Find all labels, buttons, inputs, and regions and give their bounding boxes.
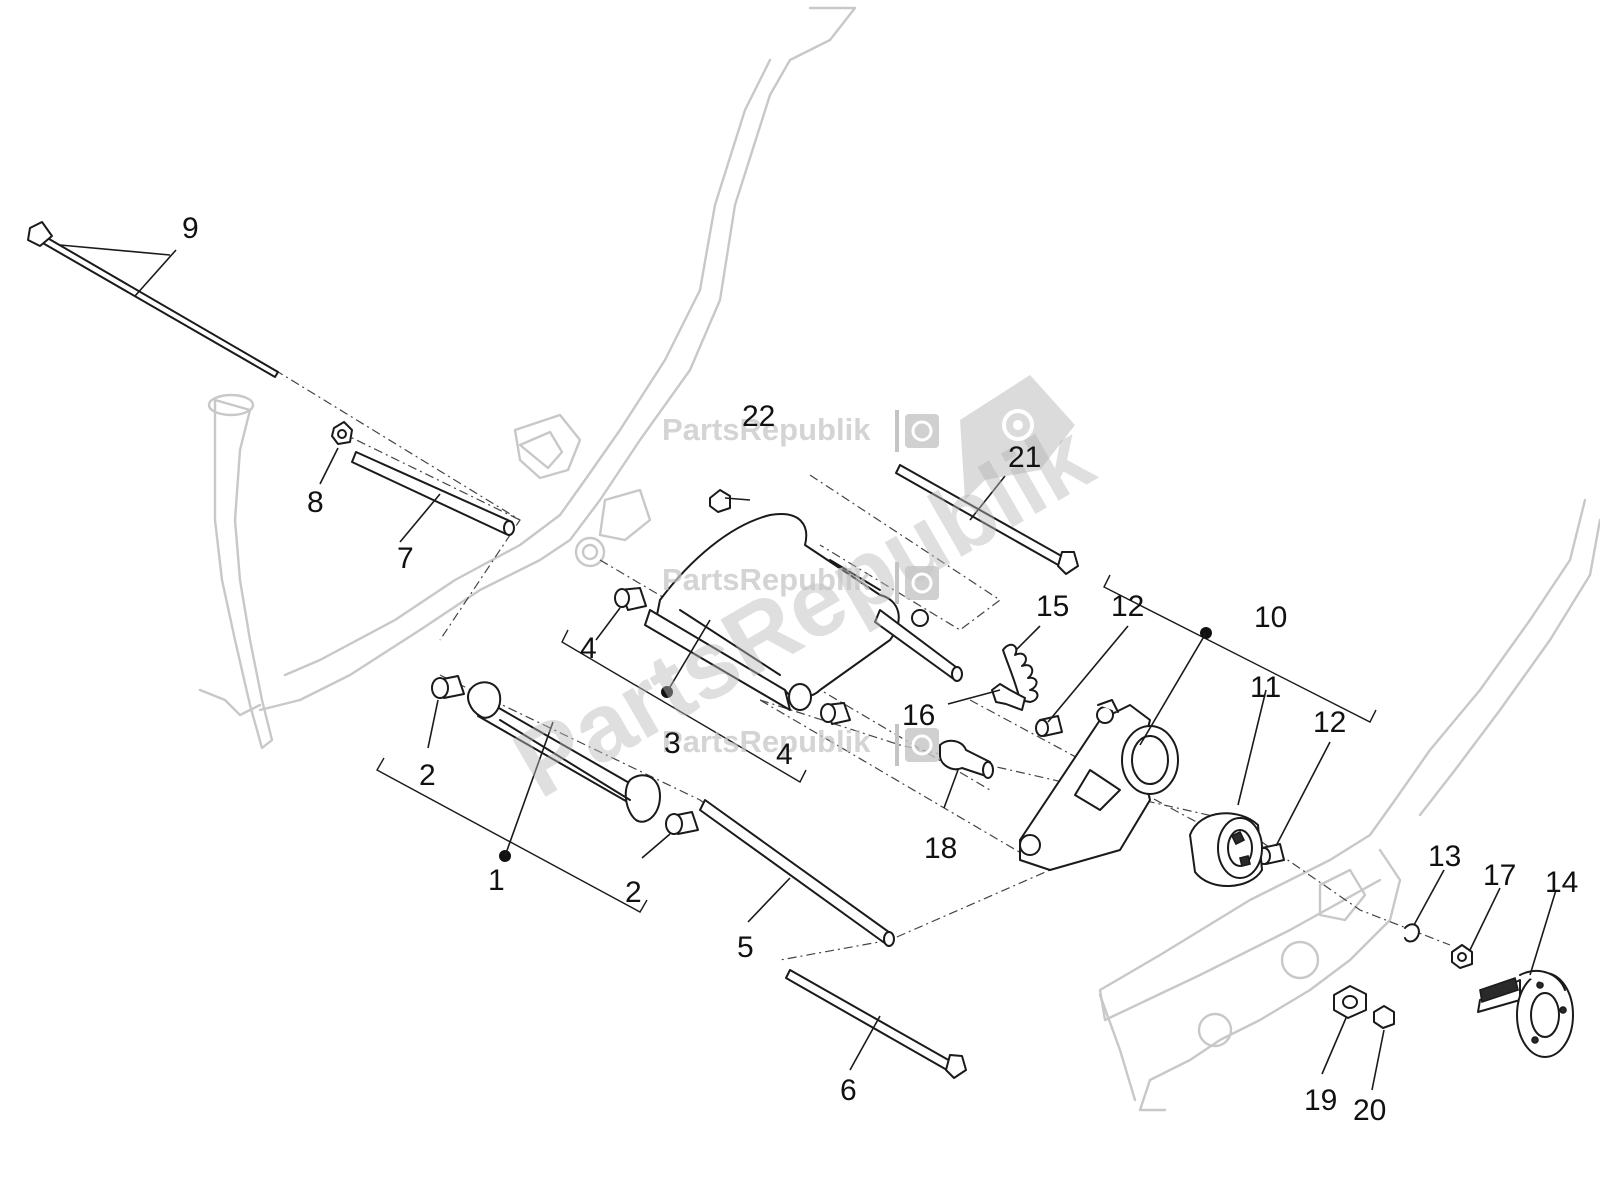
bushing-4b (820, 702, 851, 725)
circlip-13 (1404, 923, 1420, 943)
callout-16: 16 (902, 699, 935, 732)
callout-6: 6 (840, 1074, 857, 1107)
callout-3: 3 (664, 727, 681, 760)
engine-bracket-10 (1019, 699, 1179, 871)
nut-17 (1451, 944, 1473, 969)
watermark-small-1: PartsRepublik (662, 412, 871, 447)
callout-13: 13 (1428, 840, 1461, 873)
cover-cap-14 (1477, 970, 1574, 1058)
watermark-gear-badge-3 (895, 724, 939, 766)
spacer-tube-7 (351, 451, 515, 536)
bolt-16 (991, 683, 1026, 711)
leader-lines (59, 244, 1557, 1091)
callout-labels: 1 2 2 3 4 4 5 6 7 8 9 10 11 12 12 13 14 … (182, 212, 1578, 1127)
callout-7: 7 (397, 542, 414, 575)
gear-icon (1002, 409, 1034, 441)
bolt-long-9 (27, 221, 279, 378)
callout-22: 22 (742, 400, 775, 433)
group-brackets (376, 574, 1377, 913)
scooter-frame-outline (198, 6, 1600, 1112)
callout-21: 21 (1008, 441, 1041, 474)
silent-block-11 (1189, 812, 1263, 887)
bushing-12a (1035, 715, 1063, 737)
callout-4a: 4 (580, 632, 597, 665)
bushing-2a (431, 675, 465, 699)
callout-8: 8 (307, 486, 324, 519)
bushing-12b (1257, 843, 1285, 865)
callout-15: 15 (1036, 590, 1069, 623)
bolt-6 (785, 969, 967, 1079)
pivot-tube-1 (467, 681, 661, 823)
callout-4b: 4 (776, 738, 793, 771)
callout-12a: 12 (1111, 590, 1144, 623)
callout-19: 19 (1304, 1084, 1337, 1117)
spacer-tube-5 (699, 799, 895, 947)
assembly-axis-lines (274, 369, 1451, 961)
callout-10: 10 (1254, 601, 1287, 634)
watermark-gear-badge-2 (895, 562, 939, 604)
swing-arm-link-3 (644, 513, 963, 711)
bushing-4a (614, 587, 647, 611)
watermark-small-3: PartsRepublik (662, 724, 871, 759)
callout-20: 20 (1353, 1094, 1386, 1127)
callout-12b: 12 (1313, 706, 1346, 739)
callout-1: 1 (488, 864, 505, 897)
stud-18 (939, 739, 994, 779)
callout-11: 11 (1250, 671, 1281, 704)
nut-19 (1333, 985, 1367, 1019)
callout-18: 18 (924, 832, 957, 865)
nut-8 (331, 421, 353, 445)
nut-20 (1373, 1005, 1395, 1029)
bushing-2b (665, 811, 699, 835)
callout-14: 14 (1545, 866, 1578, 899)
callout-17: 17 (1483, 859, 1516, 892)
callout-9: 9 (182, 212, 199, 245)
nut-22 (709, 489, 731, 513)
bolt-21 (895, 464, 1079, 575)
callout-2a: 2 (419, 759, 436, 792)
watermark-gear-badge-1 (895, 410, 939, 452)
watermark-small-2: PartsRepublik (662, 562, 871, 597)
callout-5: 5 (737, 931, 754, 964)
callout-2b: 2 (625, 876, 642, 909)
